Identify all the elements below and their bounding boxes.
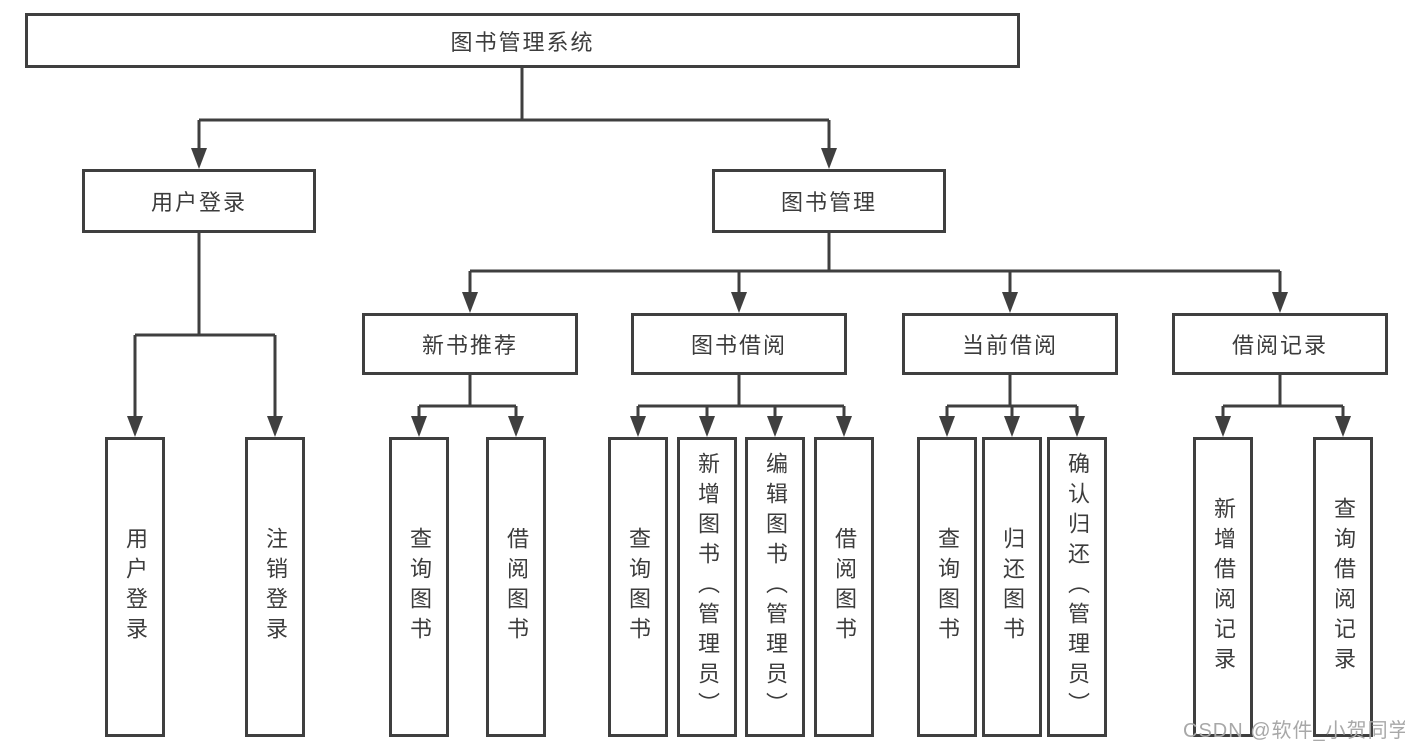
- leaf-borrow-books-recommend: 借阅图书: [486, 437, 546, 737]
- arrowhead-book-borrow: [731, 292, 747, 313]
- leaf-label: 查询图书: [407, 527, 432, 647]
- arrowhead-borrow-records: [1272, 292, 1288, 313]
- leaf-label: 编辑图书（管理员）: [763, 452, 788, 722]
- leaf-query-books-current: 查询图书: [917, 437, 977, 737]
- arrowhead-leaf-8: [836, 416, 852, 437]
- arrowhead-book-management: [821, 148, 837, 169]
- node-book-management: 图书管理: [712, 169, 946, 233]
- leaf-return-books: 归还图书: [982, 437, 1042, 737]
- leaf-label: 归还图书: [1000, 527, 1025, 647]
- leaf-label: 新增借阅记录: [1211, 497, 1236, 677]
- node-label: 图书管理系统: [450, 29, 595, 55]
- node-book-borrowing: 图书借阅: [631, 313, 847, 375]
- leaf-label: 借阅图书: [832, 527, 857, 647]
- node-library-management-system: 图书管理系统: [25, 13, 1020, 68]
- node-label: 用户登录: [150, 190, 247, 215]
- leaf-query-books-recommend: 查询图书: [389, 437, 449, 737]
- leaf-user-login: 用户登录: [105, 437, 165, 737]
- arrowhead-leaf-4: [508, 416, 524, 437]
- arrowhead-user-login: [191, 148, 207, 169]
- leaf-label: 确认归还（管理员）: [1065, 452, 1090, 722]
- arrowhead-leaf-1: [127, 416, 143, 437]
- leaf-label: 查询借阅记录: [1331, 497, 1356, 677]
- node-current-borrowing: 当前借阅: [902, 313, 1118, 375]
- leaf-label: 用户登录: [123, 527, 148, 647]
- arrowhead-leaf-5: [630, 416, 646, 437]
- leaf-edit-book-admin: 编辑图书（管理员）: [745, 437, 805, 737]
- arrowhead-new-book: [462, 292, 478, 313]
- arrowhead-leaf-10: [1004, 416, 1020, 437]
- leaf-label: 查询图书: [935, 527, 960, 647]
- leaf-label: 注销登录: [263, 527, 288, 647]
- node-label: 当前借阅: [961, 333, 1058, 358]
- node-label: 借阅记录: [1231, 333, 1328, 358]
- leaf-confirm-return-admin: 确认归还（管理员）: [1047, 437, 1107, 737]
- arrowhead-current-borrow: [1002, 292, 1018, 313]
- arrowhead-leaf-12: [1215, 416, 1231, 437]
- arrowhead-leaf-11: [1069, 416, 1085, 437]
- leaf-query-books-borrowing: 查询图书: [608, 437, 668, 737]
- arrowhead-leaf-7: [767, 416, 783, 437]
- leaf-label: 借阅图书: [504, 527, 529, 647]
- node-label: 图书管理: [780, 190, 877, 215]
- leaf-logout: 注销登录: [245, 437, 305, 737]
- leaf-add-book-admin: 新增图书（管理员）: [677, 437, 737, 737]
- leaf-borrow-books-borrowing: 借阅图书: [814, 437, 874, 737]
- node-new-book-recommendation: 新书推荐: [362, 313, 578, 375]
- node-user-login: 用户登录: [82, 169, 316, 233]
- arrowhead-leaf-3: [411, 416, 427, 437]
- arrowhead-leaf-2: [267, 416, 283, 437]
- leaf-query-borrow-record: 查询借阅记录: [1313, 437, 1373, 737]
- arrowhead-leaf-9: [939, 416, 955, 437]
- arrowhead-leaf-6: [699, 416, 715, 437]
- node-borrowing-records: 借阅记录: [1172, 313, 1388, 375]
- node-label: 图书借阅: [690, 333, 787, 358]
- leaf-label: 查询图书: [626, 527, 651, 647]
- arrowhead-leaf-13: [1335, 416, 1351, 437]
- node-label: 新书推荐: [421, 333, 518, 358]
- csdn-watermark: CSDN @软件_小贺同学: [1183, 720, 1405, 742]
- leaf-add-borrow-record: 新增借阅记录: [1193, 437, 1253, 737]
- leaf-label: 新增图书（管理员）: [695, 452, 720, 722]
